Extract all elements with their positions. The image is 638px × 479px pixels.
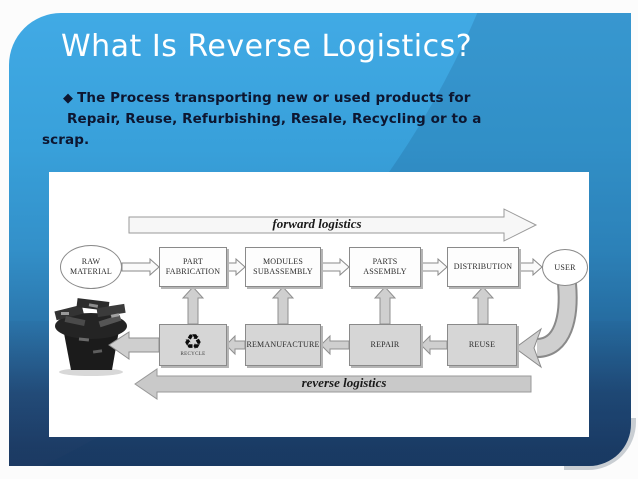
diagram-arrows-graphic [54, 208, 578, 400]
connector-arrow [121, 257, 160, 277]
node-label: REUSE [468, 340, 496, 349]
return-up-arrows [181, 286, 495, 325]
node-label: RAW MATERIAL [69, 257, 113, 276]
forward-chain-connectors [121, 257, 543, 277]
node-label: USER [554, 262, 576, 272]
connector-arrow [226, 257, 246, 277]
node-label: PART FABRICATION [165, 257, 221, 276]
node-label: PARTS ASSEMBLY [363, 257, 407, 276]
diamond-bullet-icon: ◆ [63, 91, 74, 106]
node-modules-subassembly: MODULES SUBASSEMBLY [245, 247, 321, 287]
connector-arrow [320, 334, 350, 356]
connector-arrow [420, 257, 448, 277]
body-line-3: scrap. [42, 132, 89, 148]
slide: What Is Reverse Logistics? ◆The Process … [9, 13, 631, 466]
body-line-2: Repair, Reuse, Refurbishing, Resale, Rec… [67, 111, 481, 127]
node-recycle: ♻ RECYCLE [159, 324, 227, 366]
up-arrow [271, 286, 295, 325]
diagram-panel: forward logistics reverse logistics RAW … [49, 172, 589, 437]
node-label: RECYCLE [180, 351, 206, 357]
up-arrow [181, 286, 205, 325]
slide-title: What Is Reverse Logistics? [61, 29, 473, 64]
connector-arrow [420, 334, 448, 356]
body-text-3: scrap. [42, 132, 90, 148]
reverse-chain-connectors [225, 334, 448, 356]
up-arrow [471, 286, 495, 325]
body-text-1: The Process transporting new or used pro… [77, 90, 471, 106]
body-text-2: Repair, Reuse, Refurbishing, Resale, Rec… [67, 111, 482, 127]
node-user: USER [542, 249, 588, 286]
node-repair: REPAIR [349, 324, 421, 366]
to-scrap-arrow [108, 331, 160, 360]
connector-arrow [320, 257, 350, 277]
node-part-fabrication: PART FABRICATION [159, 247, 227, 287]
node-label: DISTRIBUTION [453, 262, 513, 271]
body-line-1: ◆The Process transporting new or used pr… [63, 90, 471, 106]
node-label: MODULES SUBASSEMBLY [253, 257, 313, 276]
node-raw-material: RAW MATERIAL [60, 245, 122, 289]
node-remanufacture: REMANUFACTURE [245, 324, 321, 366]
recycle-icon: ♻ [183, 329, 203, 354]
node-label: REPAIR [370, 340, 400, 349]
node-distribution: DISTRIBUTION [447, 247, 519, 287]
node-parts-assembly: PARTS ASSEMBLY [349, 247, 421, 287]
node-label: REMANUFACTURE [246, 340, 320, 349]
up-arrow [373, 286, 397, 325]
connector-arrow [225, 334, 246, 356]
user-return-curved-arrow [514, 283, 578, 369]
connector-arrow [518, 257, 543, 277]
forward-logistics-label: forward logistics [272, 216, 362, 231]
forward-logistics-arrow [128, 208, 538, 242]
reverse-logistics-label: reverse logistics [301, 375, 387, 390]
reverse-logistics-arrow [134, 368, 532, 400]
node-reuse: REUSE [447, 324, 517, 366]
scrap-pile-image [54, 298, 127, 376]
